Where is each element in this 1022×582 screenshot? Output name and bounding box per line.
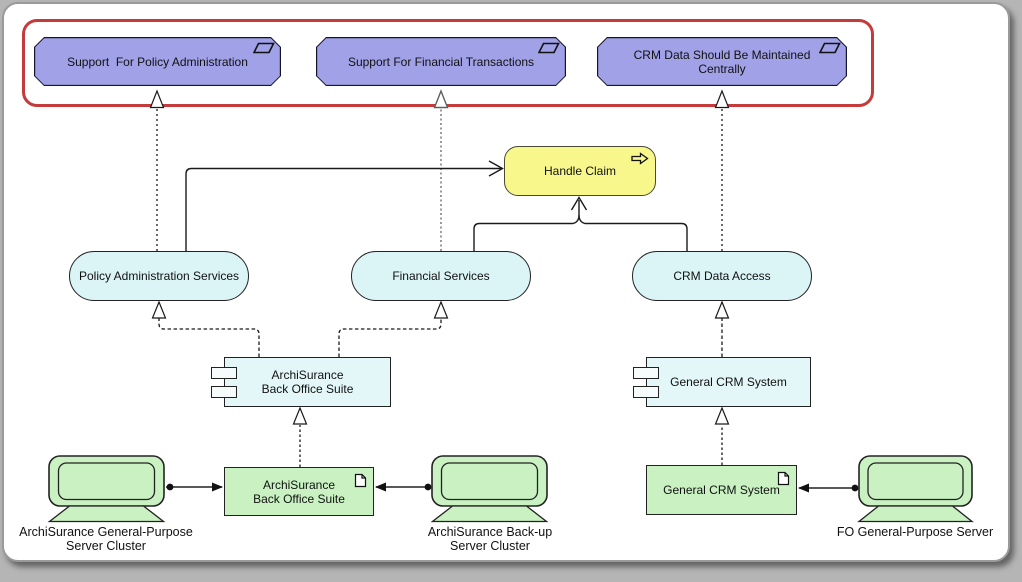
artifact-label: General CRM System: [663, 483, 780, 497]
service-label: CRM Data Access: [673, 269, 771, 283]
requirement-label: Support For Financial Transactions: [347, 54, 535, 69]
component-label-line2: Back Office Suite: [261, 382, 354, 396]
requirement-crm-data-maintained-centrally[interactable]: CRM Data Should Be Maintained Centrally: [597, 37, 847, 86]
requirement-support-policy-administration[interactable]: Support For Policy Administration: [34, 37, 281, 86]
diagram-canvas: Support For Policy Administration Suppor…: [2, 2, 1010, 562]
device-archisurance-general-purpose-server-cluster[interactable]: [47, 455, 166, 523]
requirement-icon: [253, 42, 275, 54]
component-port-icon: [211, 367, 237, 379]
realization-financial-services-to-requirement[interactable]: [433, 89, 449, 251]
service-label: Policy Administration Services: [78, 269, 240, 283]
requirement-label: Support For Policy Administration: [67, 54, 248, 69]
requirement-icon: [819, 42, 841, 54]
device-label-gp-server-cluster: ArchiSurance General-Purpose Server Clus…: [19, 525, 193, 553]
realization-back-office-suite-to-financial-services[interactable]: [338, 300, 449, 357]
artifact-general-crm-system[interactable]: General CRM System: [646, 465, 797, 515]
device-label-backup-server-cluster: ArchiSurance Back-up Server Cluster: [427, 525, 553, 553]
process-label: Handle Claim: [543, 164, 617, 178]
artifact-archisurance-back-office-suite[interactable]: ArchiSurance Back Office Suite: [224, 467, 374, 516]
motivation-group[interactable]: [22, 19, 874, 107]
assignment-fo-server-to-crm-artifact[interactable]: [798, 483, 859, 493]
requirement-icon: [538, 42, 560, 54]
realization-general-crm-system-to-crm-data-access[interactable]: [714, 300, 730, 357]
component-label: General CRM System: [670, 375, 787, 389]
device-archisurance-backup-server-cluster[interactable]: [430, 455, 549, 523]
device-label-fo-server: FO General-Purpose Server: [836, 525, 994, 539]
requirement-label: CRM Data Should Be Maintained Centrally: [633, 47, 814, 76]
device-fo-general-purpose-server[interactable]: [857, 455, 974, 523]
component-port-icon: [633, 386, 659, 398]
artifact-label-line1: ArchiSurance: [262, 477, 336, 492]
process-arrow-icon: [631, 152, 649, 165]
requirement-support-financial-transactions[interactable]: Support For Financial Transactions: [316, 37, 566, 86]
component-archisurance-back-office-suite[interactable]: ArchiSurance Back Office Suite: [211, 357, 391, 407]
realization-bos-artifact-to-component[interactable]: [292, 406, 308, 467]
serving-financial-and-crm-to-handle-claim[interactable]: [473, 196, 688, 252]
service-label: Financial Services: [392, 269, 490, 283]
assignment-gp-cluster-to-bos-artifact[interactable]: [166, 482, 223, 492]
document-icon: [354, 473, 367, 488]
service-policy-administration[interactable]: Policy Administration Services: [69, 251, 249, 301]
realization-crm-data-access-to-requirement[interactable]: [714, 89, 730, 251]
document-icon: [777, 471, 790, 486]
component-label-line1: ArchiSurance: [271, 368, 344, 382]
service-crm-data-access[interactable]: CRM Data Access: [632, 251, 812, 301]
connector-layer: [47, 89, 974, 523]
realization-crm-artifact-to-component[interactable]: [714, 406, 730, 465]
artifact-label-line2: Back Office Suite: [253, 491, 345, 506]
assignment-backup-cluster-to-bos-artifact[interactable]: [375, 482, 432, 492]
realization-back-office-suite-to-policy-services[interactable]: [151, 300, 260, 357]
realization-policy-services-to-requirement[interactable]: [149, 89, 165, 251]
component-general-crm-system[interactable]: General CRM System: [633, 357, 811, 407]
process-handle-claim[interactable]: Handle Claim: [504, 146, 656, 196]
component-port-icon: [633, 367, 659, 379]
component-port-icon: [211, 386, 237, 398]
serving-policy-services-to-handle-claim[interactable]: [185, 160, 504, 251]
service-financial[interactable]: Financial Services: [351, 251, 531, 301]
